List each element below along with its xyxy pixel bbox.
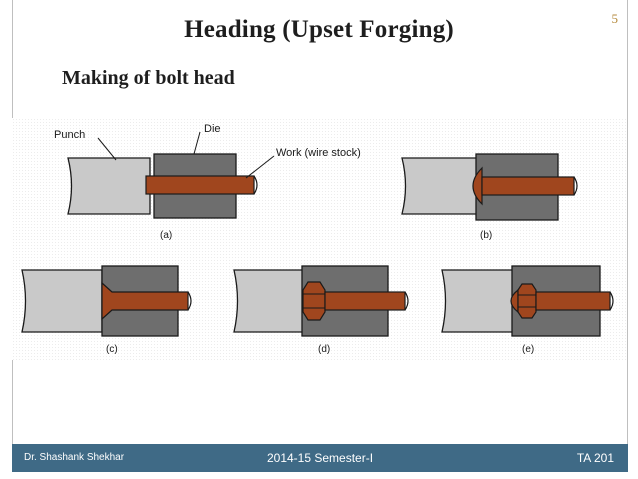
work-e-end — [609, 291, 614, 311]
work-e — [535, 291, 611, 311]
punch-callout: Punch — [54, 129, 85, 141]
footer-course: TA 201 — [576, 451, 614, 465]
panel-label-d: (d) — [318, 344, 330, 355]
punch-leader — [97, 137, 117, 161]
punch-a — [67, 157, 151, 215]
panel-label-a: (a) — [160, 230, 172, 241]
work-d-head — [302, 281, 326, 321]
panel-a: Punch Die Work (wire stock) (a) — [54, 123, 361, 241]
slide-title: Heading (Upset Forging) — [184, 16, 454, 43]
work-leader — [245, 155, 275, 179]
punch-c — [21, 269, 103, 333]
work-a — [145, 175, 255, 195]
work-a-end — [253, 175, 258, 195]
work-d-end — [404, 291, 409, 311]
page-number: 5 — [611, 11, 619, 26]
footer-bar: Dr. Shashank Shekhar 2014-15 Semester-I … — [12, 444, 628, 472]
footer-semester: 2014-15 Semester-I — [266, 451, 374, 465]
panel-b: (b) — [401, 153, 578, 241]
panel-label-c: (c) — [106, 344, 118, 355]
panel-label-b: (b) — [480, 230, 492, 241]
panel-e: (e) — [441, 265, 614, 355]
punch-b — [401, 157, 483, 215]
work-b-end — [573, 176, 578, 196]
punch-d — [233, 269, 307, 333]
work-b-head — [472, 166, 483, 206]
punch-e — [441, 269, 519, 333]
work-callout: Work (wire stock) — [276, 147, 361, 159]
work-b — [481, 176, 575, 196]
work-e-head — [517, 283, 537, 319]
work-d — [324, 291, 406, 311]
slide-subtitle: Making of bolt head — [62, 67, 235, 89]
heading-process-figure: Punch Die Work (wire stock) (a) (b) (c) — [12, 118, 626, 360]
panel-d: (d) — [233, 265, 409, 355]
panel-label-e: (e) — [522, 344, 534, 355]
die-leader — [193, 131, 201, 155]
die-callout: Die — [204, 123, 221, 135]
panel-c: (c) — [21, 265, 192, 355]
work-c-end — [187, 291, 192, 311]
footer-author: Dr. Shashank Shekhar — [24, 452, 125, 463]
